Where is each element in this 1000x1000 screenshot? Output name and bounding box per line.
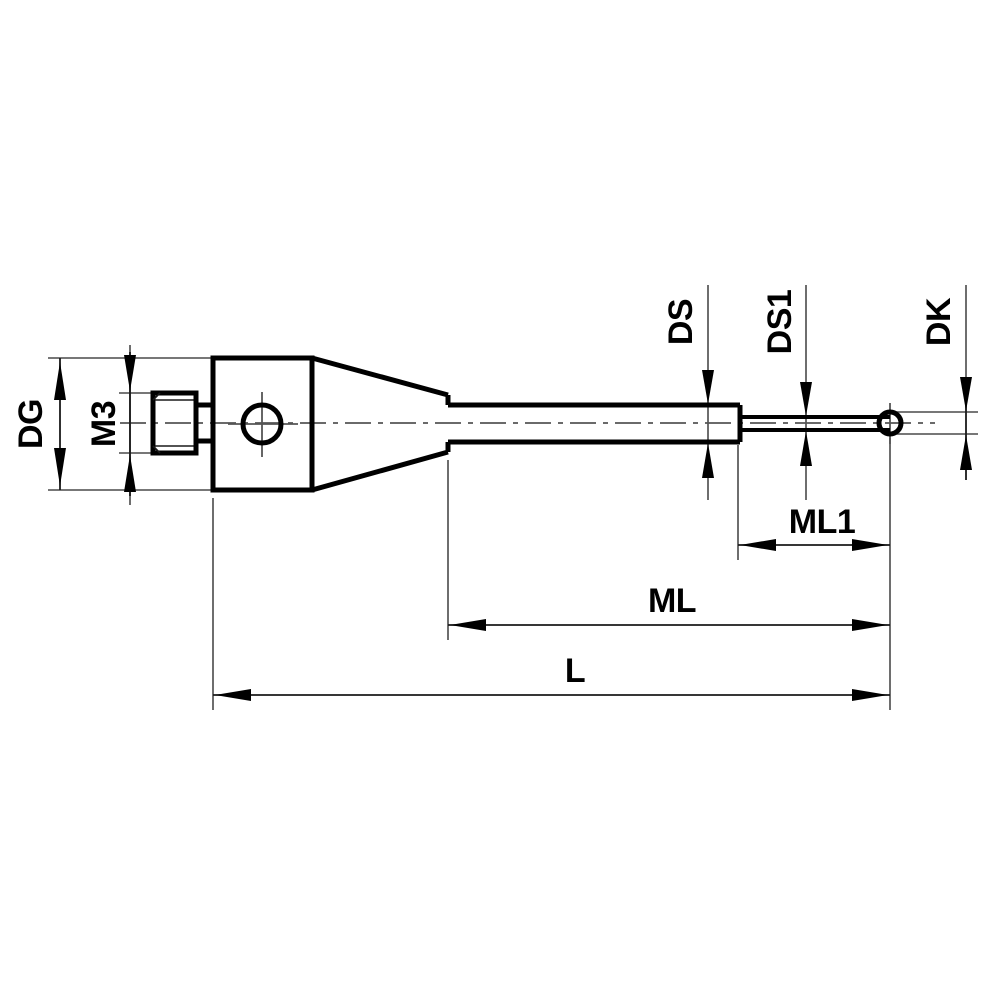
arrow-ds-top	[702, 370, 714, 404]
part-outline	[150, 355, 904, 493]
stylus-body	[210, 355, 315, 493]
arrow-ml-left	[450, 619, 486, 631]
dimension-ml1: ML1	[738, 503, 890, 551]
thread-chamfer-left-bottom	[152, 445, 161, 454]
dim-label-ds: DS	[662, 299, 700, 345]
stem-secondary	[738, 415, 890, 432]
thread-outer-profile	[150, 390, 199, 456]
arrow-m3-top	[124, 355, 136, 391]
dimension-ml: ML	[448, 582, 890, 631]
arrow-l-right	[852, 689, 888, 701]
arrow-ml1-left	[740, 539, 776, 551]
conical-taper	[311, 355, 451, 493]
arrow-ds1-top	[800, 382, 812, 416]
arrow-ds-bottom	[702, 443, 714, 478]
dim-label-m3: M3	[85, 401, 123, 447]
arrow-dg-bottom	[54, 448, 66, 486]
extension-lines	[48, 285, 978, 710]
dimension-dg: DG	[12, 358, 66, 490]
dimension-dk: DK	[920, 297, 972, 480]
dim-label-dk: DK	[920, 297, 958, 346]
dim-label-ml: ML	[648, 582, 696, 620]
dimension-ds1: DS1	[761, 290, 812, 466]
arrow-dk-bottom	[960, 435, 972, 470]
m3-thread	[150, 390, 199, 456]
center-lines	[120, 392, 935, 457]
arrow-m3-bottom	[124, 455, 136, 492]
arrow-dk-top	[960, 377, 972, 411]
dimension-m3: M3	[85, 352, 136, 496]
stem-primary	[448, 402, 743, 445]
dim-label-ds1: DS1	[761, 290, 799, 355]
dimension-l: L	[213, 652, 890, 701]
dim-label-ml1: ML1	[789, 503, 856, 541]
arrow-dg-top	[54, 362, 66, 400]
dim-label-l: L	[565, 652, 585, 690]
mounting-hole	[240, 402, 284, 446]
arrow-l-left	[215, 689, 251, 701]
arrow-ml-right	[852, 619, 888, 631]
dimension-ds: DS	[662, 299, 714, 478]
dim-label-dg: DG	[12, 399, 50, 449]
thread-chamfer-left-top	[152, 392, 161, 401]
ball-tip	[876, 409, 904, 437]
arrow-ds1-bottom	[800, 431, 812, 466]
thread-collar	[193, 393, 213, 453]
arrow-ml1-right	[852, 539, 888, 551]
